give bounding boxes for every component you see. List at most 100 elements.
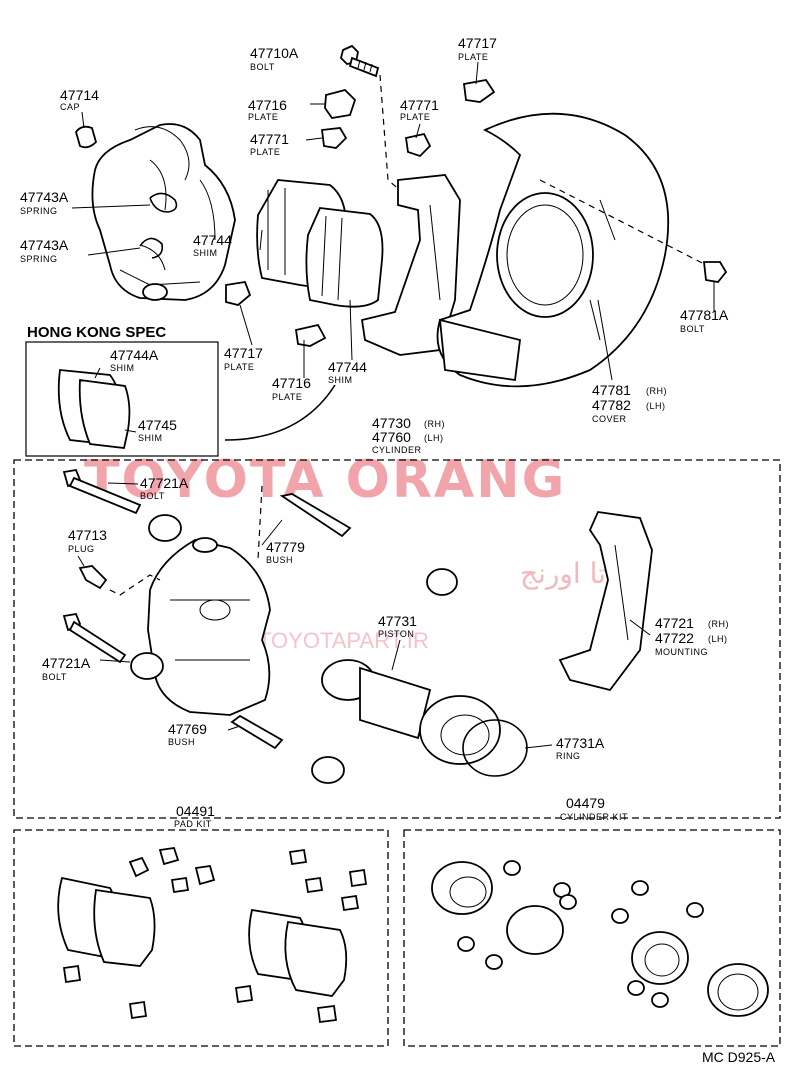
cap-illustration: [75, 125, 98, 149]
svg-text:47760: 47760: [372, 429, 411, 445]
svg-text:PISTON: PISTON: [378, 629, 414, 639]
bolts-47721A-illustration: [62, 468, 142, 664]
svg-text:CYLINDER: CYLINDER: [372, 445, 422, 455]
svg-text:PLATE: PLATE: [400, 112, 430, 122]
svg-text:47745: 47745: [138, 417, 177, 433]
svg-text:47721: 47721: [655, 615, 694, 631]
svg-text:SPRING: SPRING: [20, 206, 58, 216]
svg-text:47716: 47716: [248, 97, 287, 113]
label-47717-top: 47717 PLATE: [458, 35, 497, 62]
bush-47769-illustration: [230, 714, 284, 750]
svg-text:(LH): (LH): [708, 634, 728, 644]
hong-kong-spec-title: HONG KONG SPEC: [27, 324, 166, 341]
label-47781-47782: 47781 (RH) 47782 (LH) COVER: [592, 382, 667, 424]
svg-text:(RH): (RH): [708, 619, 729, 629]
svg-text:SPRING: SPRING: [20, 254, 58, 264]
svg-text:47710A: 47710A: [250, 45, 299, 61]
svg-text:CAP: CAP: [60, 102, 80, 112]
label-47710A: 47710A BOLT: [250, 45, 299, 72]
svg-text:47721A: 47721A: [140, 475, 189, 491]
svg-text:PLATE: PLATE: [272, 392, 302, 402]
piston-illustration: [321, 659, 528, 777]
svg-text:47744: 47744: [328, 359, 367, 375]
label-47744-mid: 47744 SHIM: [328, 359, 367, 385]
svg-text:(RH): (RH): [424, 419, 445, 429]
svg-text:SHIM: SHIM: [193, 248, 218, 258]
svg-text:47781A: 47781A: [680, 307, 729, 323]
bushings-illustration: [130, 514, 458, 784]
label-47779: 47779 BUSH: [266, 539, 305, 565]
part-labels: 47710A BOLT 47717 PLATE 47714 CAP 47716 …: [20, 35, 776, 1065]
svg-text:04491: 04491: [176, 803, 215, 819]
label-47769: 47769 BUSH: [168, 721, 207, 747]
svg-text:04479: 04479: [566, 795, 605, 811]
label-47721A-2: 47721A BOLT: [42, 655, 91, 682]
svg-text:PLATE: PLATE: [458, 52, 488, 62]
svg-text:47716: 47716: [272, 375, 311, 391]
svg-text:BUSH: BUSH: [168, 737, 195, 747]
plate-clips-mid: [225, 280, 327, 347]
svg-text:(LH): (LH): [424, 433, 444, 443]
svg-text:CYLINDER KIT: CYLINDER KIT: [560, 812, 628, 822]
pad-kit-illustration: [57, 847, 368, 1024]
svg-text:SHIM: SHIM: [138, 433, 163, 443]
diagram-code: MC D925-A: [702, 1049, 776, 1065]
svg-text:PAD KIT: PAD KIT: [174, 819, 212, 829]
label-04479: 04479 CYLINDER KIT: [560, 795, 628, 822]
svg-text:RING: RING: [556, 751, 581, 761]
svg-text:47769: 47769: [168, 721, 207, 737]
svg-text:SHIM: SHIM: [328, 375, 353, 385]
label-47743A-2: 47743A SPRING: [20, 237, 69, 264]
svg-text:47782: 47782: [592, 397, 631, 413]
cylinder-kit-box: [403, 829, 781, 1047]
svg-text:47717: 47717: [224, 345, 263, 361]
svg-text:PLATE: PLATE: [224, 362, 254, 372]
hong-kong-spec-labels: HONG KONG SPEC 47744A SHIM 47745 SHIM: [27, 324, 177, 443]
svg-text:47730: 47730: [372, 415, 411, 431]
svg-text:47743A: 47743A: [20, 237, 69, 253]
svg-text:BOLT: BOLT: [42, 672, 67, 682]
svg-text:47717: 47717: [458, 35, 497, 51]
label-47771-right: 47771 PLATE: [400, 97, 439, 122]
svg-text:47771: 47771: [250, 131, 289, 147]
label-47716-mid: 47716 PLATE: [272, 375, 311, 402]
svg-text:47779: 47779: [266, 539, 305, 555]
label-47743A-1: 47743A SPRING: [20, 189, 69, 216]
svg-text:COVER: COVER: [592, 414, 627, 424]
svg-text:MOUNTING: MOUNTING: [655, 647, 708, 657]
hong-kong-spec-box: [25, 341, 219, 457]
plug-illustration: [78, 565, 108, 590]
svg-text:47721A: 47721A: [42, 655, 91, 671]
svg-text:PLATE: PLATE: [248, 112, 278, 122]
svg-text:(LH): (LH): [646, 401, 666, 411]
label-47731: 47731 PISTON: [378, 613, 417, 639]
mounting-bracket-top-illustration: [360, 174, 461, 356]
label-47721A-1: 47721A BOLT: [140, 475, 189, 501]
bolt-47710A-illustration: [340, 44, 380, 78]
mounting-bracket-illustration: [558, 511, 653, 692]
svg-text:47731A: 47731A: [556, 735, 605, 751]
svg-text:47744: 47744: [193, 232, 232, 248]
svg-text:47731: 47731: [378, 613, 417, 629]
svg-text:BOLT: BOLT: [250, 62, 275, 72]
label-47781A: 47781A BOLT: [680, 307, 729, 334]
svg-text:47781: 47781: [592, 382, 631, 398]
label-47771-left: 47771 PLATE: [250, 131, 289, 157]
label-47716-top: 47716 PLATE: [248, 97, 287, 122]
svg-text:PLUG: PLUG: [68, 544, 95, 554]
svg-text:47771: 47771: [400, 97, 439, 113]
cylinder-assembly-box: [13, 459, 781, 819]
svg-text:47713: 47713: [68, 527, 107, 543]
label-47730-47760: 47730 (RH) 47760 (LH) CYLINDER: [372, 415, 445, 455]
brake-pads-illustration: [256, 179, 384, 308]
svg-text:47722: 47722: [655, 630, 694, 646]
label-47714: 47714 CAP: [60, 87, 99, 112]
svg-text:47743A: 47743A: [20, 189, 69, 205]
cylinder-kit-illustration: [431, 860, 769, 1017]
bush-47779-illustration: [279, 493, 352, 538]
svg-text:SHIM: SHIM: [110, 363, 135, 373]
svg-text:BUSH: BUSH: [266, 555, 293, 565]
svg-text:BOLT: BOLT: [140, 491, 165, 501]
